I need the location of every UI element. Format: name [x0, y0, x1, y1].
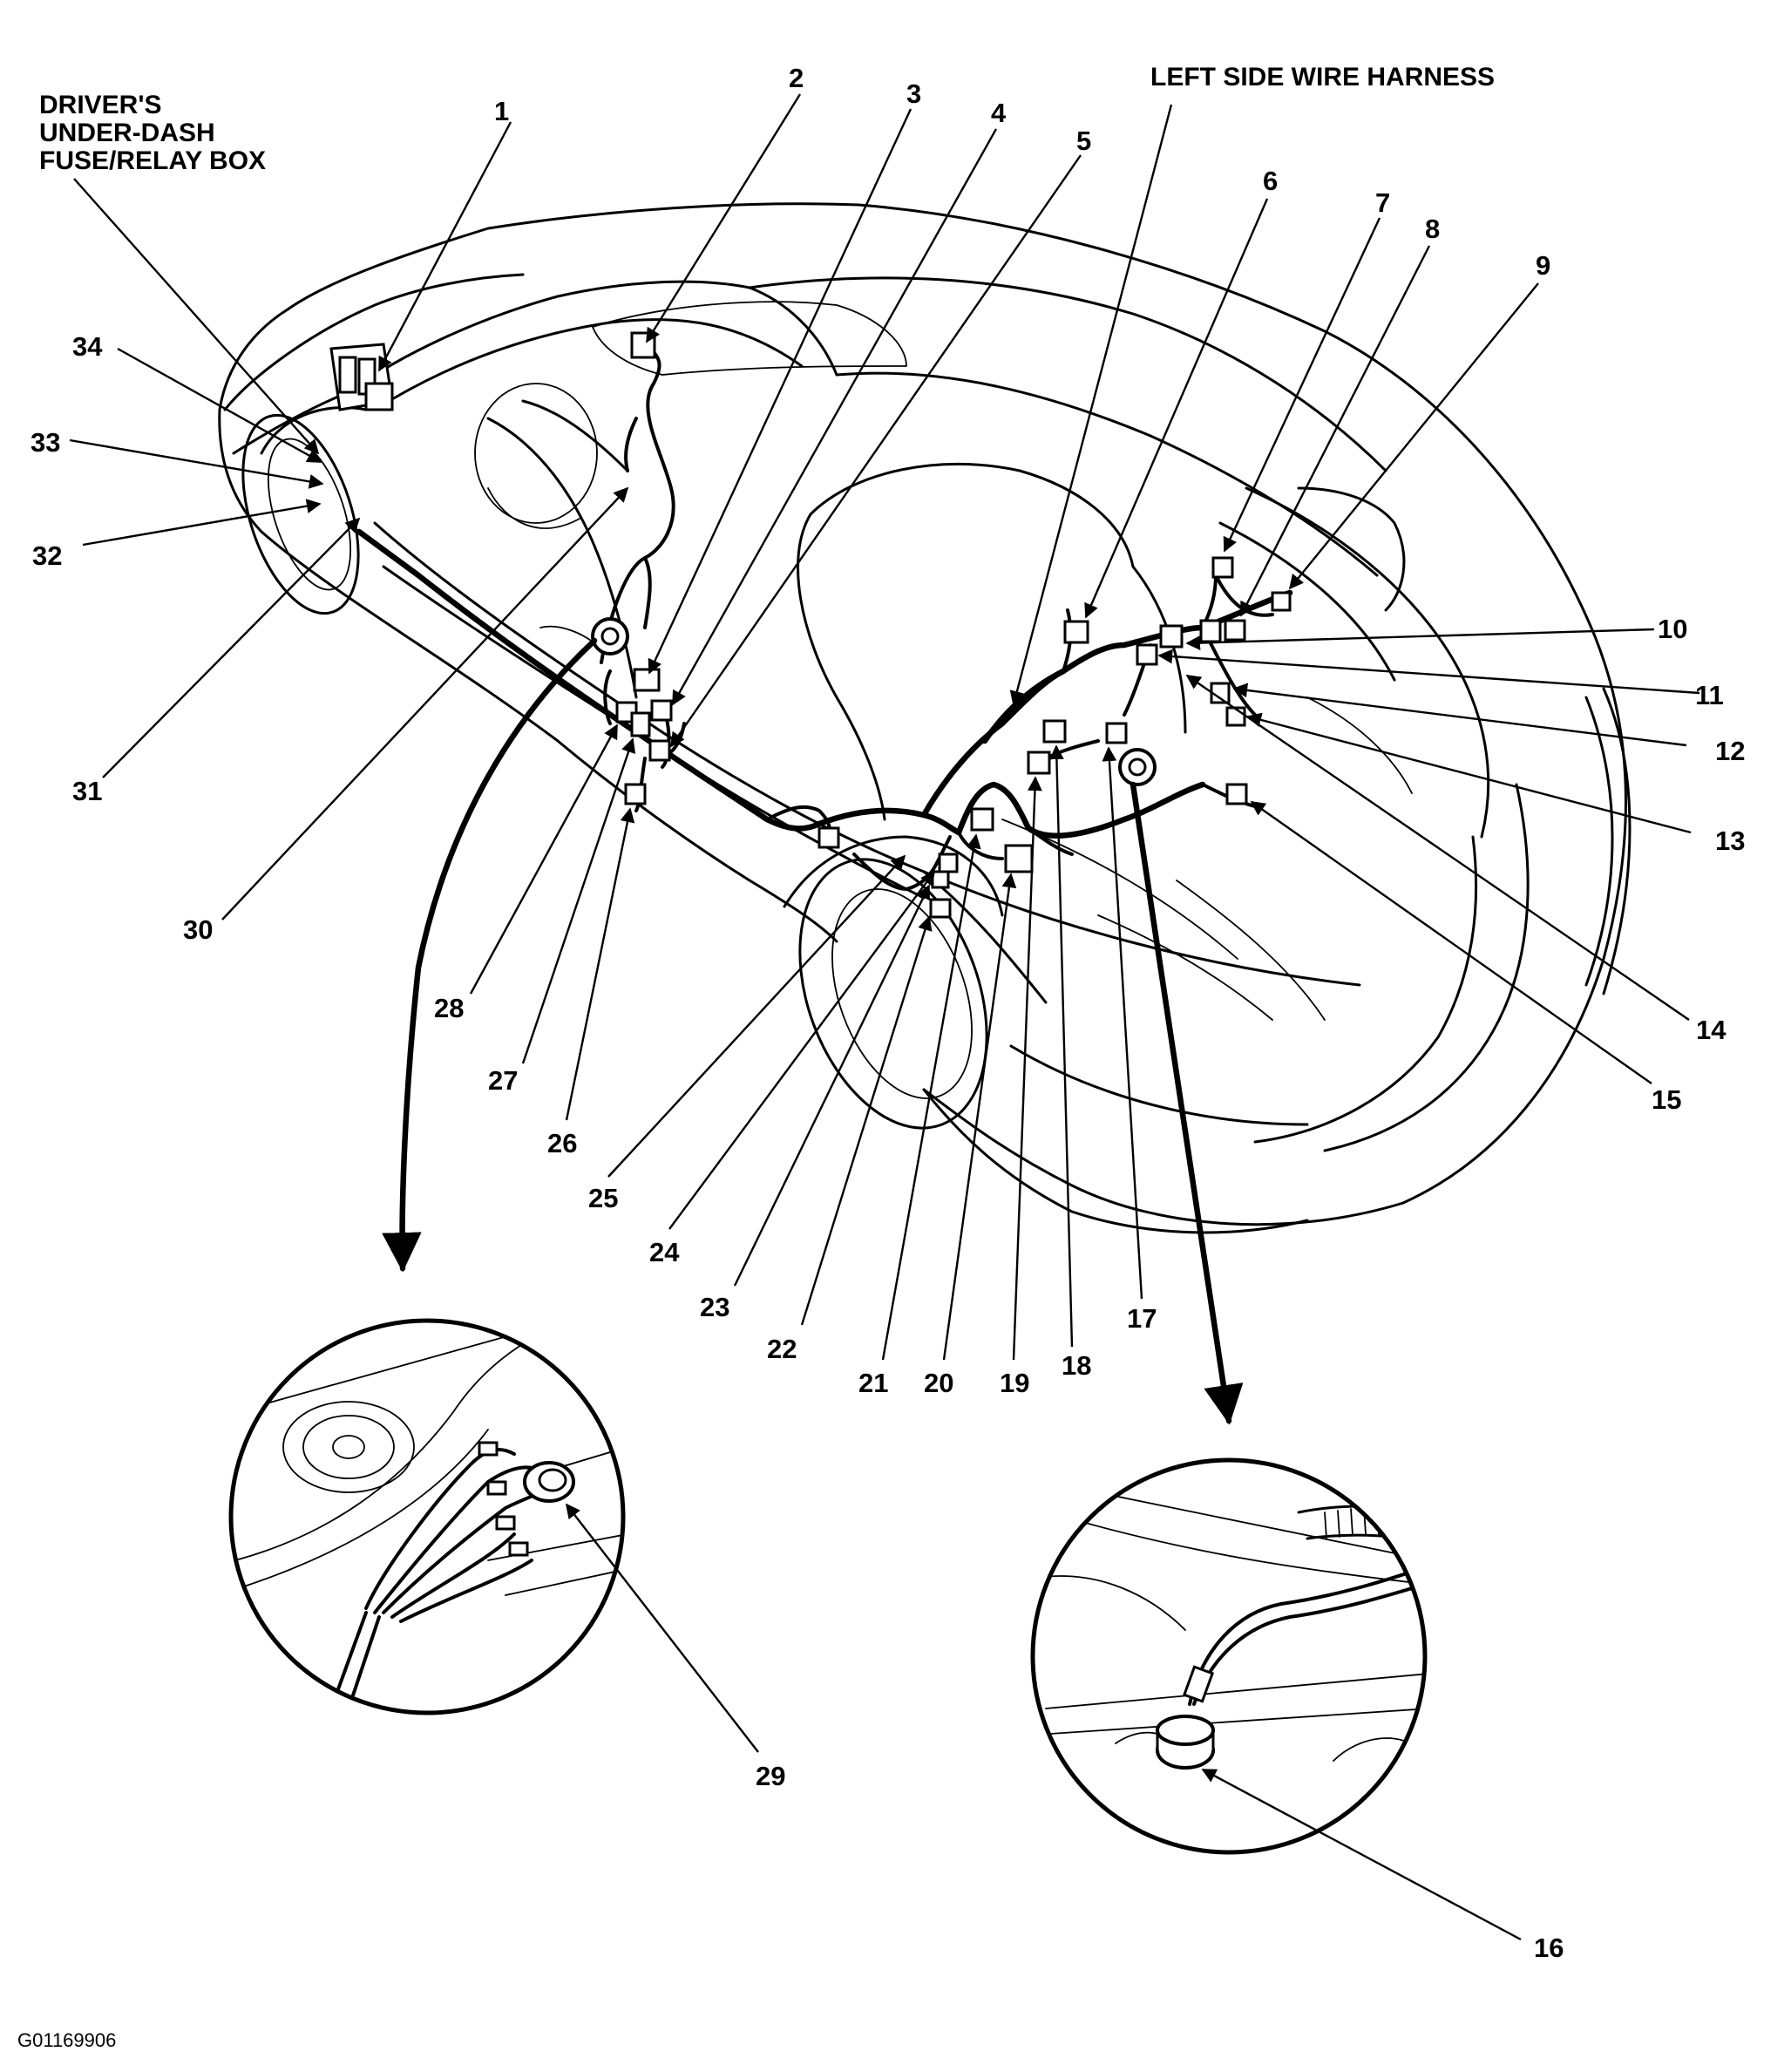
callout-5: 5 — [1076, 126, 1091, 156]
connector-25 — [817, 826, 840, 849]
connector-7 — [1211, 556, 1234, 579]
car-body-outline — [218, 202, 1632, 1234]
callout-25: 25 — [588, 1183, 618, 1213]
callout-6: 6 — [1263, 166, 1278, 196]
connector-2 — [630, 331, 656, 359]
callout-10: 10 — [1658, 614, 1687, 644]
callout-34: 34 — [72, 331, 103, 362]
branch-wires — [600, 343, 1274, 891]
connector-9 — [1271, 591, 1292, 612]
callout-32: 32 — [32, 540, 62, 571]
connector-17b — [1105, 722, 1128, 744]
connector-10b — [1199, 619, 1222, 643]
connector-5 — [648, 739, 671, 762]
callout-11: 11 — [1695, 680, 1724, 710]
callout-4: 4 — [991, 98, 1007, 128]
connector-8 — [1224, 619, 1246, 642]
callout-30: 30 — [183, 914, 213, 945]
connector-10 — [1159, 624, 1184, 649]
callout-20: 20 — [924, 1368, 953, 1398]
connector-19 — [1004, 844, 1034, 873]
callout-12: 12 — [1715, 736, 1745, 766]
connector-15 — [1225, 783, 1248, 805]
leader-lines — [69, 93, 1700, 1361]
callout-27: 27 — [488, 1065, 518, 1096]
callout-9: 9 — [1536, 250, 1550, 281]
callout-numbers: 1 2 3 4 5 6 7 8 9 10 11 12 13 14 15 16 1… — [31, 63, 1745, 1963]
title-labels: DRIVER'S UNDER-DASH FUSE/RELAY BOX LEFT … — [17, 63, 1495, 2051]
callout-21: 21 — [858, 1368, 888, 1398]
connector-6 — [1063, 620, 1089, 644]
callout-13: 13 — [1715, 825, 1745, 856]
detail-circle-left — [228, 1318, 759, 1753]
connector-23 — [931, 870, 950, 889]
callout-33: 33 — [31, 427, 60, 458]
harness-title: LEFT SIDE WIRE HARNESS — [1150, 63, 1495, 92]
callout-7: 7 — [1375, 187, 1390, 218]
callout-28: 28 — [434, 993, 464, 1023]
connector-24 — [938, 853, 959, 873]
detail-arrows — [382, 637, 1244, 1425]
callout-3: 3 — [906, 78, 921, 109]
callout-29: 29 — [756, 1761, 785, 1791]
callout-2: 2 — [789, 63, 804, 93]
callout-16: 16 — [1534, 1933, 1564, 1963]
callout-17: 17 — [1127, 1303, 1157, 1334]
callout-1: 1 — [494, 96, 509, 126]
fuse-box-title-line1: DRIVER'S — [39, 91, 162, 119]
detail-circle-right — [1030, 1457, 1522, 1941]
connector-26 — [624, 783, 647, 805]
connector-20 — [970, 807, 994, 832]
connector-3 — [633, 668, 661, 692]
callout-15: 15 — [1652, 1084, 1681, 1115]
connector-27 — [630, 711, 651, 737]
callout-8: 8 — [1425, 214, 1440, 244]
fuse-box-title-line3: FUSE/RELAY BOX — [39, 146, 266, 175]
callout-24: 24 — [649, 1237, 680, 1267]
callout-18: 18 — [1062, 1350, 1091, 1381]
ground-bolts — [591, 617, 1157, 786]
callout-26: 26 — [547, 1128, 577, 1158]
figure-code: G01169906 — [17, 2029, 116, 2051]
callout-22: 22 — [767, 1334, 797, 1364]
callout-14: 14 — [1696, 1015, 1727, 1045]
connector-22 — [929, 898, 952, 919]
connector-4 — [650, 699, 673, 722]
main-wire-harness — [356, 528, 1293, 839]
callout-31: 31 — [72, 776, 102, 806]
fuse-box-title-line2: UNDER-DASH — [39, 119, 215, 147]
connector-17 — [1042, 719, 1067, 744]
connector-11 — [1136, 643, 1158, 666]
callout-23: 23 — [700, 1292, 729, 1322]
connector-13 — [1225, 706, 1246, 727]
callout-19: 19 — [1000, 1368, 1029, 1398]
connector-18 — [1027, 751, 1051, 775]
fuse-relay-box — [329, 343, 394, 411]
